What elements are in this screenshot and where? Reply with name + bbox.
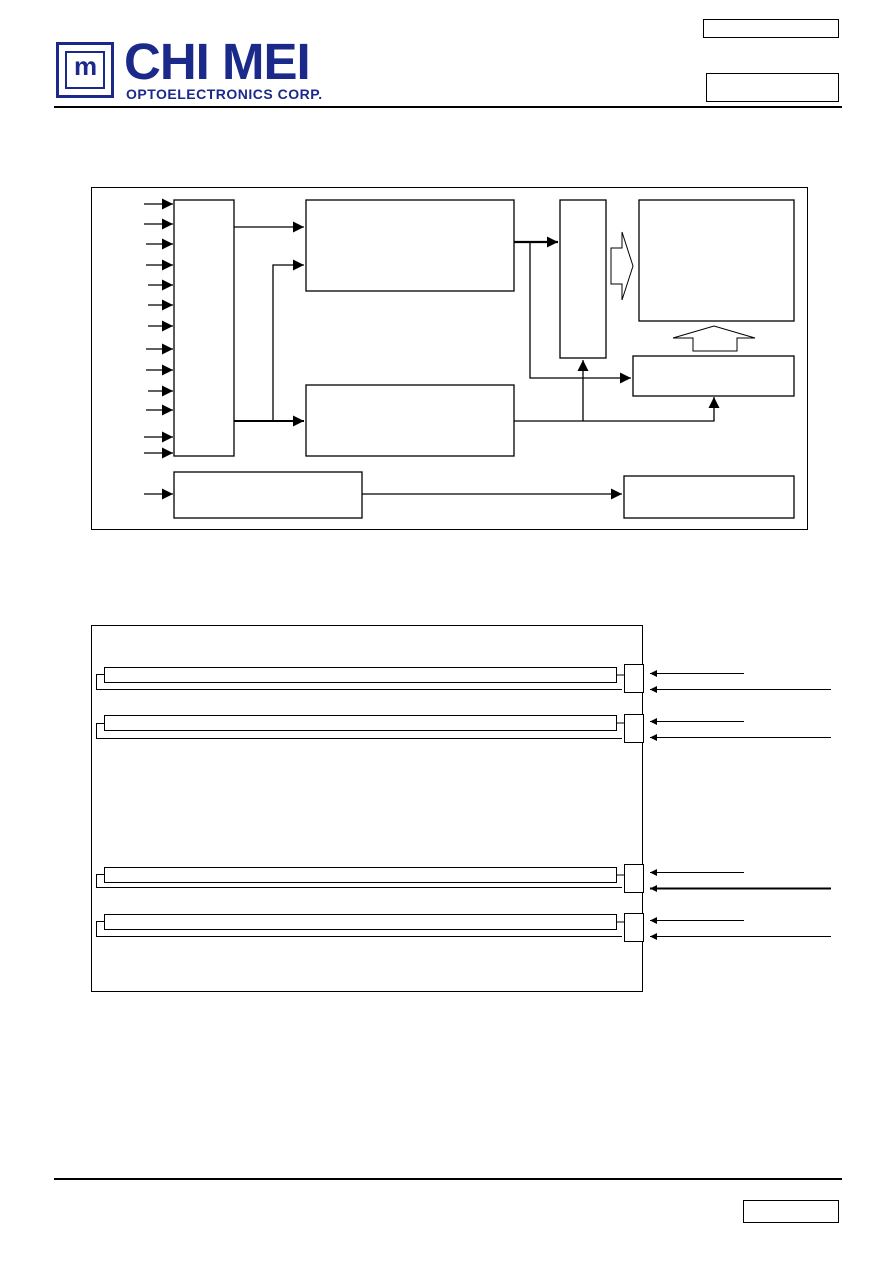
driver-block	[559, 199, 607, 359]
company-subtitle: OPTOELECTRONICS CORP.	[126, 86, 323, 102]
lamp-unit-1	[96, 664, 831, 693]
lamp-tube	[104, 867, 617, 883]
panel-block	[638, 199, 795, 322]
lamp-unit-3	[96, 864, 831, 893]
company-name: CHI MEI	[124, 33, 311, 90]
footer-rule	[54, 1178, 842, 1180]
backlight-block	[623, 475, 795, 519]
driver-block-horizontal	[632, 355, 795, 397]
input-signal-arrows	[144, 198, 173, 500]
header-rule	[54, 106, 842, 108]
arrow-icon	[529, 242, 631, 384]
logo-icon: m	[56, 42, 114, 98]
controller-block-lower	[305, 384, 515, 457]
hollow-arrow-icon	[610, 231, 634, 301]
header-box-top	[703, 19, 839, 38]
lamp-connector	[624, 864, 644, 893]
lamp-connector	[624, 913, 644, 942]
power-input-block	[173, 471, 363, 519]
lamp-diagram	[91, 625, 831, 992]
lamp-unit-4	[96, 913, 831, 942]
interface-block	[173, 199, 235, 457]
arrow-icon	[514, 397, 720, 422]
lamp-tube	[104, 667, 617, 683]
arrow-icon	[272, 259, 304, 421]
block-diagram	[91, 187, 808, 530]
lamp-diagram-frame	[91, 625, 643, 992]
lamp-connector	[624, 664, 644, 693]
lamp-connector	[624, 714, 644, 743]
lamp-tube	[104, 715, 617, 731]
hollow-arrow-icon	[672, 325, 756, 352]
header-box-bottom	[706, 73, 839, 102]
lamp-unit-2	[96, 714, 831, 743]
controller-block-upper	[305, 199, 515, 292]
lamp-tube	[104, 914, 617, 930]
block-diagram-frame	[91, 187, 808, 530]
page-number-box	[743, 1200, 839, 1223]
logo-mark-glyph: m	[73, 51, 97, 81]
